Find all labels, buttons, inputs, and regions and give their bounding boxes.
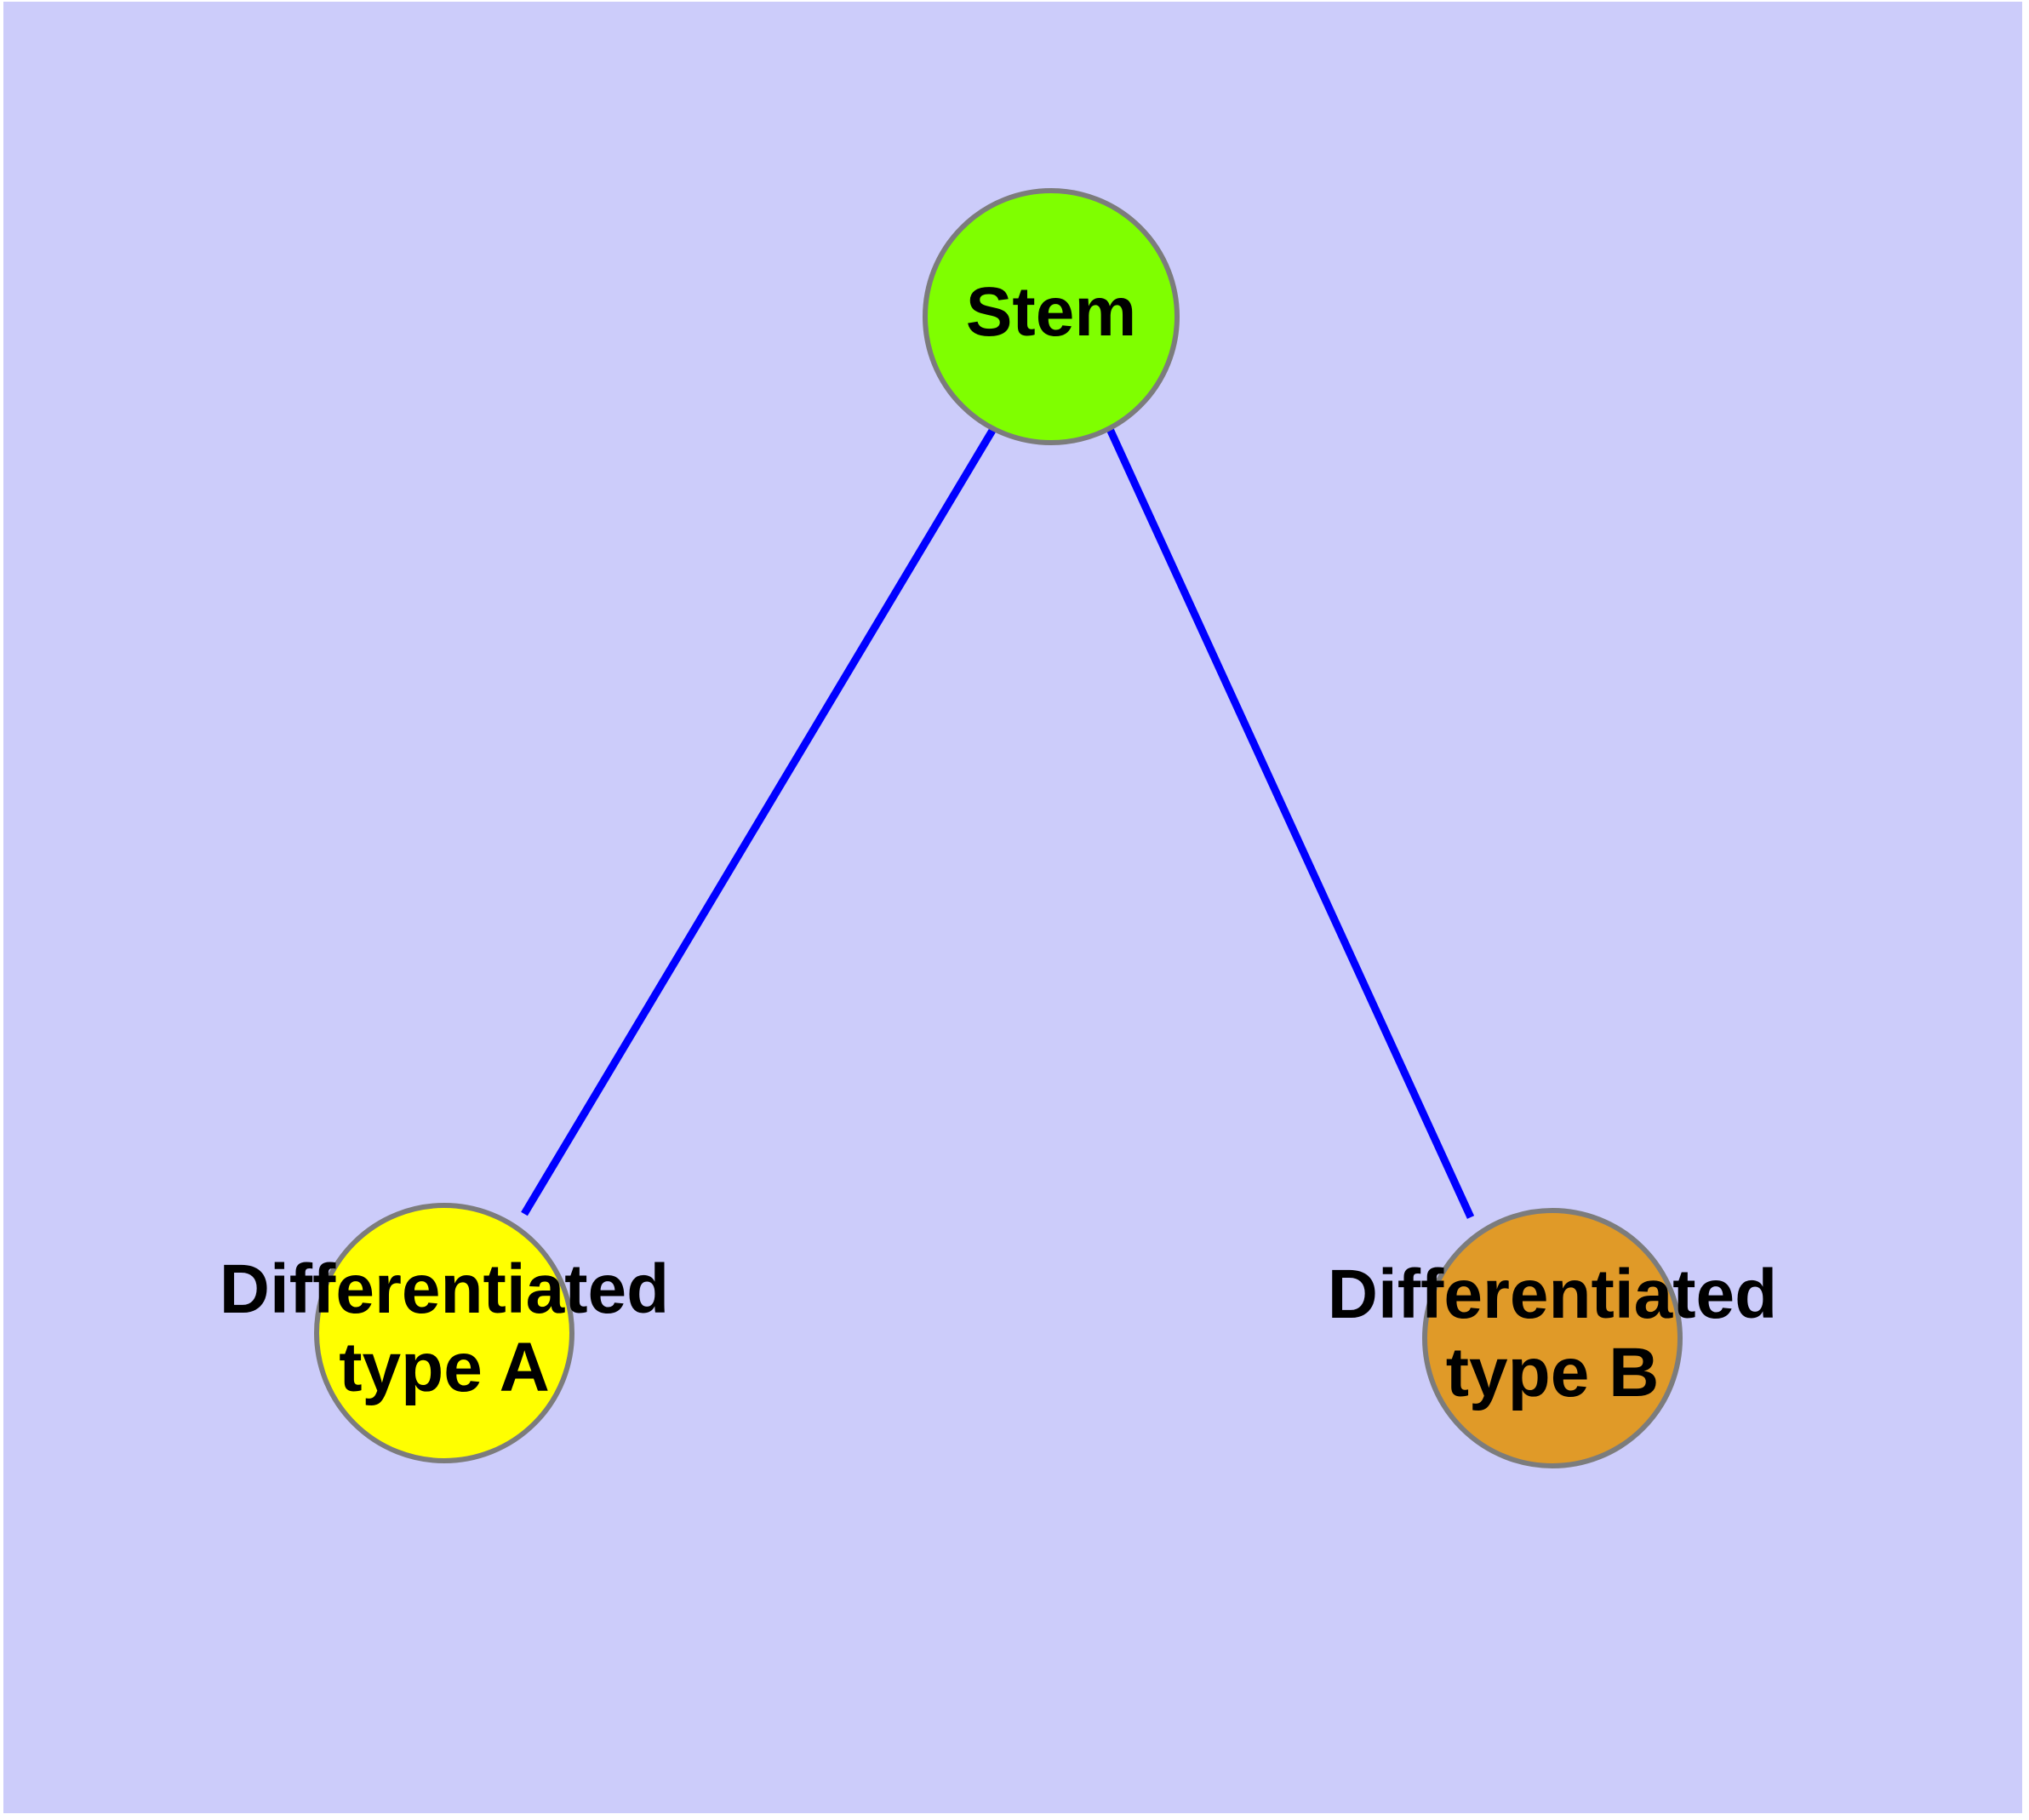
node-label-line: type B <box>1446 1334 1660 1411</box>
node-label-line: type A <box>339 1329 550 1406</box>
node-differentiated-type-b-circle[interactable] <box>1422 1208 1683 1468</box>
edge-stem-to-differentiated-type-a[interactable] <box>521 426 997 1216</box>
node-label-line: Differentiated <box>1328 1256 1778 1333</box>
node-label-line: Differentiated <box>220 1251 670 1328</box>
edge-group <box>521 426 1475 1219</box>
node-group <box>314 188 1683 1468</box>
node-stem-label: Stem <box>966 273 1137 351</box>
node-stem-circle[interactable] <box>923 188 1180 445</box>
node-label-line: Stem <box>966 273 1137 351</box>
node-differentiated-type-a-circle[interactable] <box>314 1203 574 1463</box>
edge-stem-to-differentiated-type-b[interactable] <box>1106 427 1475 1219</box>
